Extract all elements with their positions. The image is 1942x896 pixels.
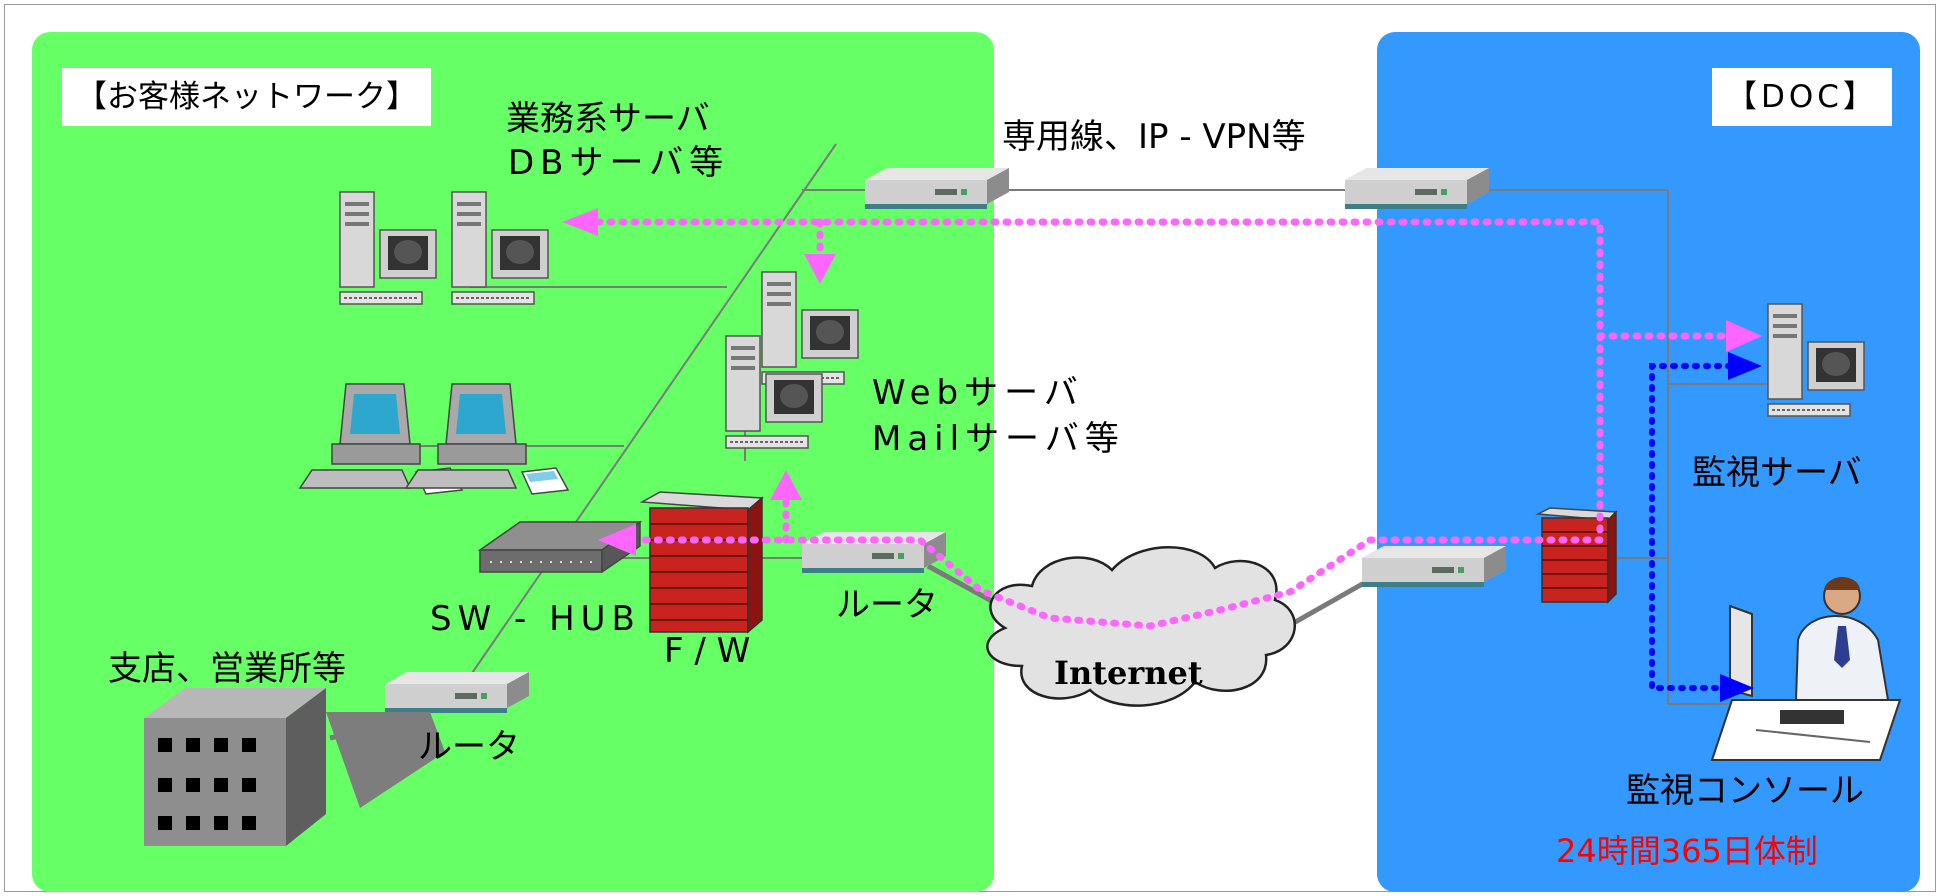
doc-title: 【DOC】 bbox=[1712, 68, 1892, 126]
console-path bbox=[1649, 363, 1733, 691]
web-server-1-icon bbox=[761, 271, 859, 385]
branch-building-icon bbox=[144, 688, 445, 846]
firewall-customer-icon bbox=[639, 491, 764, 634]
customer-network-title: 【お客様ネットワーク】 bbox=[62, 68, 431, 126]
sw-hub-label: SW - HUB bbox=[430, 599, 641, 639]
business-server-1-icon bbox=[339, 191, 437, 305]
console-path-arrowheads bbox=[1720, 352, 1762, 702]
firewall-label: F / W bbox=[664, 631, 751, 671]
monitoring-path-arrowheads bbox=[562, 208, 1762, 556]
monitoring-server-label: 監視サーバ bbox=[1692, 453, 1862, 493]
client-pc-2-icon bbox=[405, 383, 569, 495]
firewall-doc-icon bbox=[1535, 507, 1618, 604]
router-branch bbox=[385, 672, 529, 713]
db-server-label: DBサーバ等 bbox=[508, 143, 730, 183]
monitoring-path bbox=[594, 218, 1732, 630]
monitoring-server-icon bbox=[1767, 303, 1865, 417]
operation-hours-label: 24時間365日体制 bbox=[1556, 832, 1818, 870]
router-main-label: ルータ bbox=[836, 585, 938, 625]
router-leased-line-doc bbox=[1345, 168, 1489, 209]
monitoring-console-label: 監視コンソール bbox=[1626, 771, 1864, 811]
business-server-label: 業務系サーバ bbox=[506, 99, 710, 139]
internet-label: Internet bbox=[1054, 654, 1203, 692]
router-branch-label: ルータ bbox=[418, 727, 520, 767]
monitoring-console-operator-icon bbox=[1710, 577, 1902, 761]
router-internet-doc bbox=[1362, 546, 1506, 587]
leased-line-label: 専用線、IP - VPN等 bbox=[1002, 117, 1306, 157]
branch-label: 支店、営業所等 bbox=[108, 649, 346, 689]
router-leased-line-customer bbox=[865, 168, 1009, 209]
web-server-label: Webサーバ bbox=[872, 373, 1084, 413]
mail-server-label: Mailサーバ等 bbox=[872, 419, 1125, 459]
